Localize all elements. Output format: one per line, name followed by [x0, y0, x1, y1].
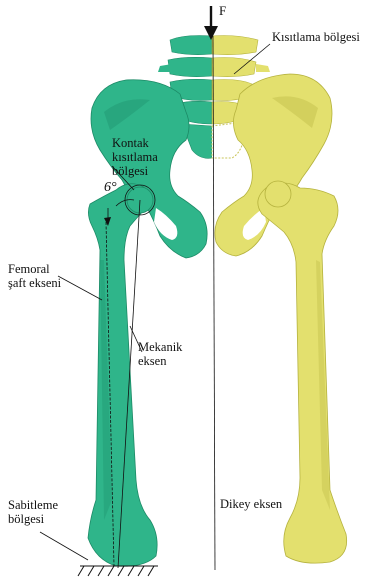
vertebra-l1-right [212, 36, 258, 55]
femoral-shaft-label-line2: şaft ekseni [8, 276, 61, 290]
leader-femoral-shaft [58, 276, 102, 300]
constraint-region-label: Kısıtlama bölgesi [272, 30, 360, 44]
right-femoral-head [265, 181, 291, 207]
fixation-label-line2: bölgesi [8, 512, 44, 526]
left-femur [88, 184, 157, 567]
contact-constraint-label-line2: kısıtlama [112, 150, 158, 164]
vertebra-l2 [168, 57, 212, 76]
contact-constraint-label-line1: Kontak [112, 136, 149, 150]
force-label: F [219, 4, 226, 18]
vertebra-l1 [170, 36, 212, 55]
transverse-process-left [158, 64, 172, 72]
force-arrow-icon [204, 6, 218, 40]
angle-label: 6° [104, 181, 117, 195]
mechanical-axis-label-line1: Mekanik [138, 340, 182, 354]
contact-constraint-label-line3: bölgesi [112, 164, 148, 178]
vertical-axis-label: Dikey eksen [220, 497, 282, 511]
leader-fixation [40, 532, 88, 560]
transverse-process-right [256, 64, 270, 72]
fixation-label-line1: Sabitleme [8, 498, 58, 512]
femoral-shaft-label-line1: Femoral [8, 262, 50, 276]
mechanical-axis-label-line2: eksen [138, 354, 166, 368]
